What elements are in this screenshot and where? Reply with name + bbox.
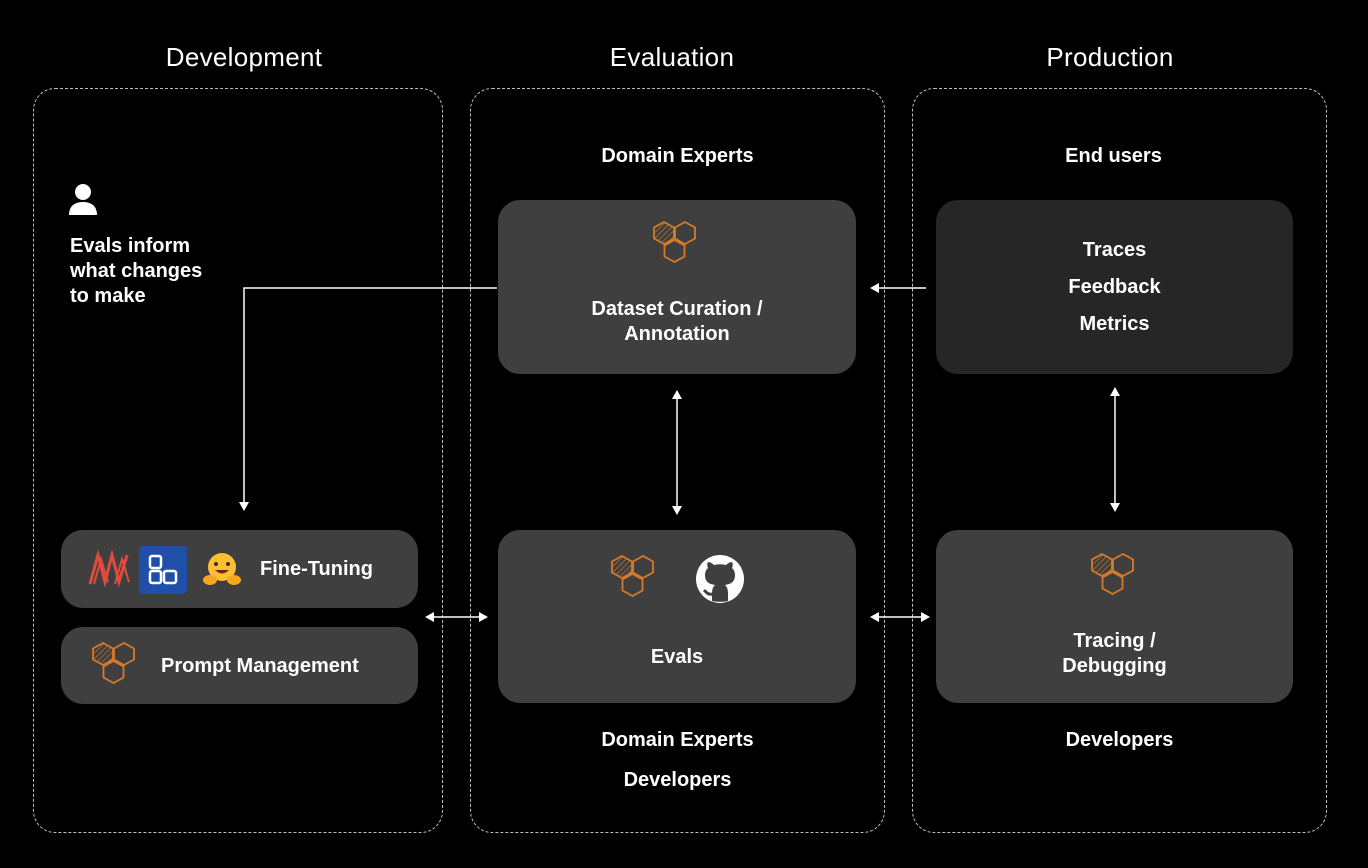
evals-label: Evals	[650, 646, 704, 668]
dataset-curation-line-1: Dataset Curation /	[591, 298, 763, 320]
wave-logo-icon	[88, 550, 130, 588]
eval-top-label: Domain Experts	[601, 145, 754, 167]
signal-metrics: Metrics	[1079, 313, 1150, 335]
dev-note-line-3: to make	[70, 285, 146, 307]
tracing-box[interactable]: Tracing / Debugging	[936, 530, 1293, 703]
production-panel	[912, 88, 1327, 833]
hugging-face-icon	[203, 553, 241, 585]
prompt-management-label: Prompt Management	[161, 655, 359, 677]
github-icon	[696, 555, 744, 603]
dataset-curation-box[interactable]: Dataset Curation / Annotation	[498, 200, 856, 374]
fine-tuning-label: Fine-Tuning	[260, 558, 373, 580]
honeycomb-icon	[611, 554, 654, 598]
tracing-line-1: Tracing /	[1073, 630, 1156, 652]
eval-bottom-label-2: Developers	[623, 769, 732, 791]
grid-logo-icon	[139, 546, 187, 594]
signals-box[interactable]: Traces Feedback Metrics	[936, 200, 1293, 374]
column-title-production: Production	[1046, 42, 1174, 72]
prompt-management-box[interactable]: Prompt Management	[61, 627, 418, 704]
user-icon	[69, 184, 97, 215]
honeycomb-icon	[1091, 552, 1134, 596]
prod-top-label: End users	[1065, 145, 1162, 167]
signal-traces: Traces	[1082, 239, 1147, 261]
signal-feedback: Feedback	[1068, 276, 1161, 298]
dev-note-line-1: Evals inform	[70, 235, 191, 257]
honeycomb-icon	[653, 220, 696, 264]
evals-box[interactable]: Evals	[498, 530, 856, 703]
honeycomb-icon	[92, 641, 135, 685]
dataset-curation-line-2: Annotation	[624, 323, 730, 345]
fine-tuning-box[interactable]: Fine-Tuning	[61, 530, 418, 608]
dev-note-line-2: what changes	[70, 260, 203, 282]
eval-bottom-label-1: Domain Experts	[601, 729, 754, 751]
column-title-development: Development	[165, 42, 323, 72]
tracing-line-2: Debugging	[1062, 655, 1167, 677]
prod-bottom-label: Developers	[1065, 729, 1174, 751]
column-title-evaluation: Evaluation	[609, 42, 735, 72]
